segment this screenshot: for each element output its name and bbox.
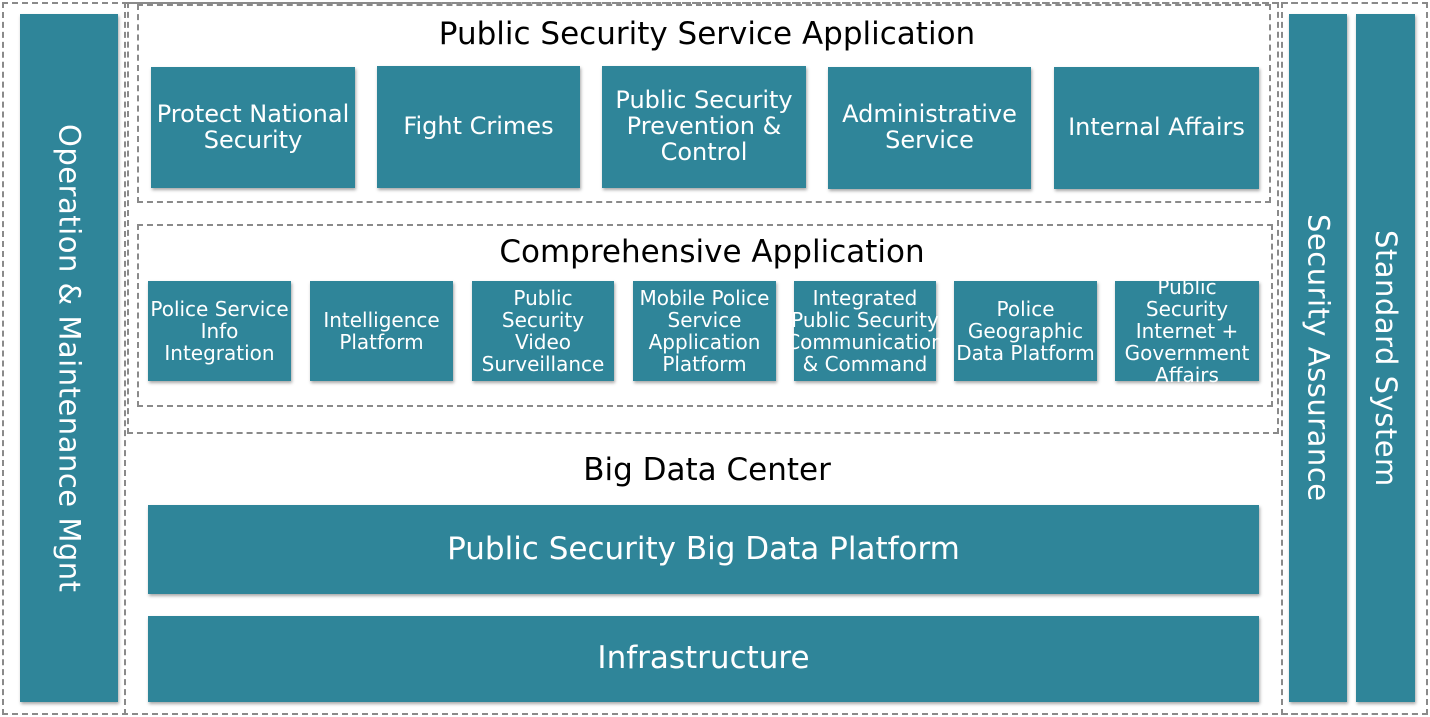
comp-item-label: Public Security Internet + Government Af… [1124,275,1250,387]
comprehensive-application-title: Comprehensive Application [499,234,925,270]
big-data-platform: Public Security Big Data Platform [148,505,1259,594]
service-item-internal-affairs: Internal Affairs [1054,67,1259,189]
comp-item-label: Integrated Public Security Communication… [786,286,944,376]
comp-item-communication-command: Integrated Public Security Communication… [786,281,944,381]
service-item-label: Fight Crimes [403,112,554,141]
application-layer-frame [127,2,1279,434]
service-item-label: Internal Affairs [1068,113,1245,142]
service-item-protect-national-security: Protect National Security [151,67,355,188]
service-item-label: Public Security Prevention & Control [615,86,793,166]
standard-system-label: Standard System [1369,229,1404,487]
operation-maintenance-label: Operation & Maintenance Mgnt [52,123,87,593]
service-item-fight-crimes: Fight Crimes [377,66,580,188]
service-item-label: Administrative Service [842,100,1017,154]
service-item-label: Protect National Security [156,99,350,154]
comp-item-mobile-police: Mobile Police Service Application Platfo… [633,281,776,381]
comp-item-police-service-info: Police Service Info Integration [148,281,291,381]
comp-item-label: Mobile Police Service Application Platfo… [639,286,770,376]
security-assurance-label: Security Assurance [1301,214,1336,502]
comprehensive-application-group [137,224,1273,407]
right-columns-frame [1281,2,1428,715]
infrastructure: Infrastructure [148,616,1259,702]
service-application-group [137,4,1271,203]
comp-item-label: Police Service Info Integration [150,297,289,365]
comp-item-label: Intelligence Platform [323,308,440,354]
service-item-administrative-service: Administrative Service [828,67,1031,189]
service-item-prevention-control: Public Security Prevention & Control [602,66,806,188]
security-assurance-column: Security Assurance [1289,14,1347,702]
comp-item-video-surveillance: Public Security Video Surveillance [472,281,614,381]
comp-item-intelligence-platform: Intelligence Platform [310,281,453,381]
comp-item-internet-government: Public Security Internet + Government Af… [1115,276,1259,386]
comp-item-label: Public Security Video Surveillance [481,286,605,376]
standard-system-column: Standard System [1356,14,1415,702]
big-data-platform-label: Public Security Big Data Platform [447,530,960,567]
service-application-title: Public Security Service Application [438,16,976,52]
comp-item-geographic-data: Police Geographic Data Platform [954,281,1097,381]
comp-item-label: Police Geographic Data Platform [956,297,1095,365]
operation-maintenance-column: Operation & Maintenance Mgnt [20,14,118,702]
left-column-frame [2,2,126,715]
infrastructure-label: Infrastructure [597,640,810,677]
big-data-center-title: Big Data Center [583,452,831,488]
